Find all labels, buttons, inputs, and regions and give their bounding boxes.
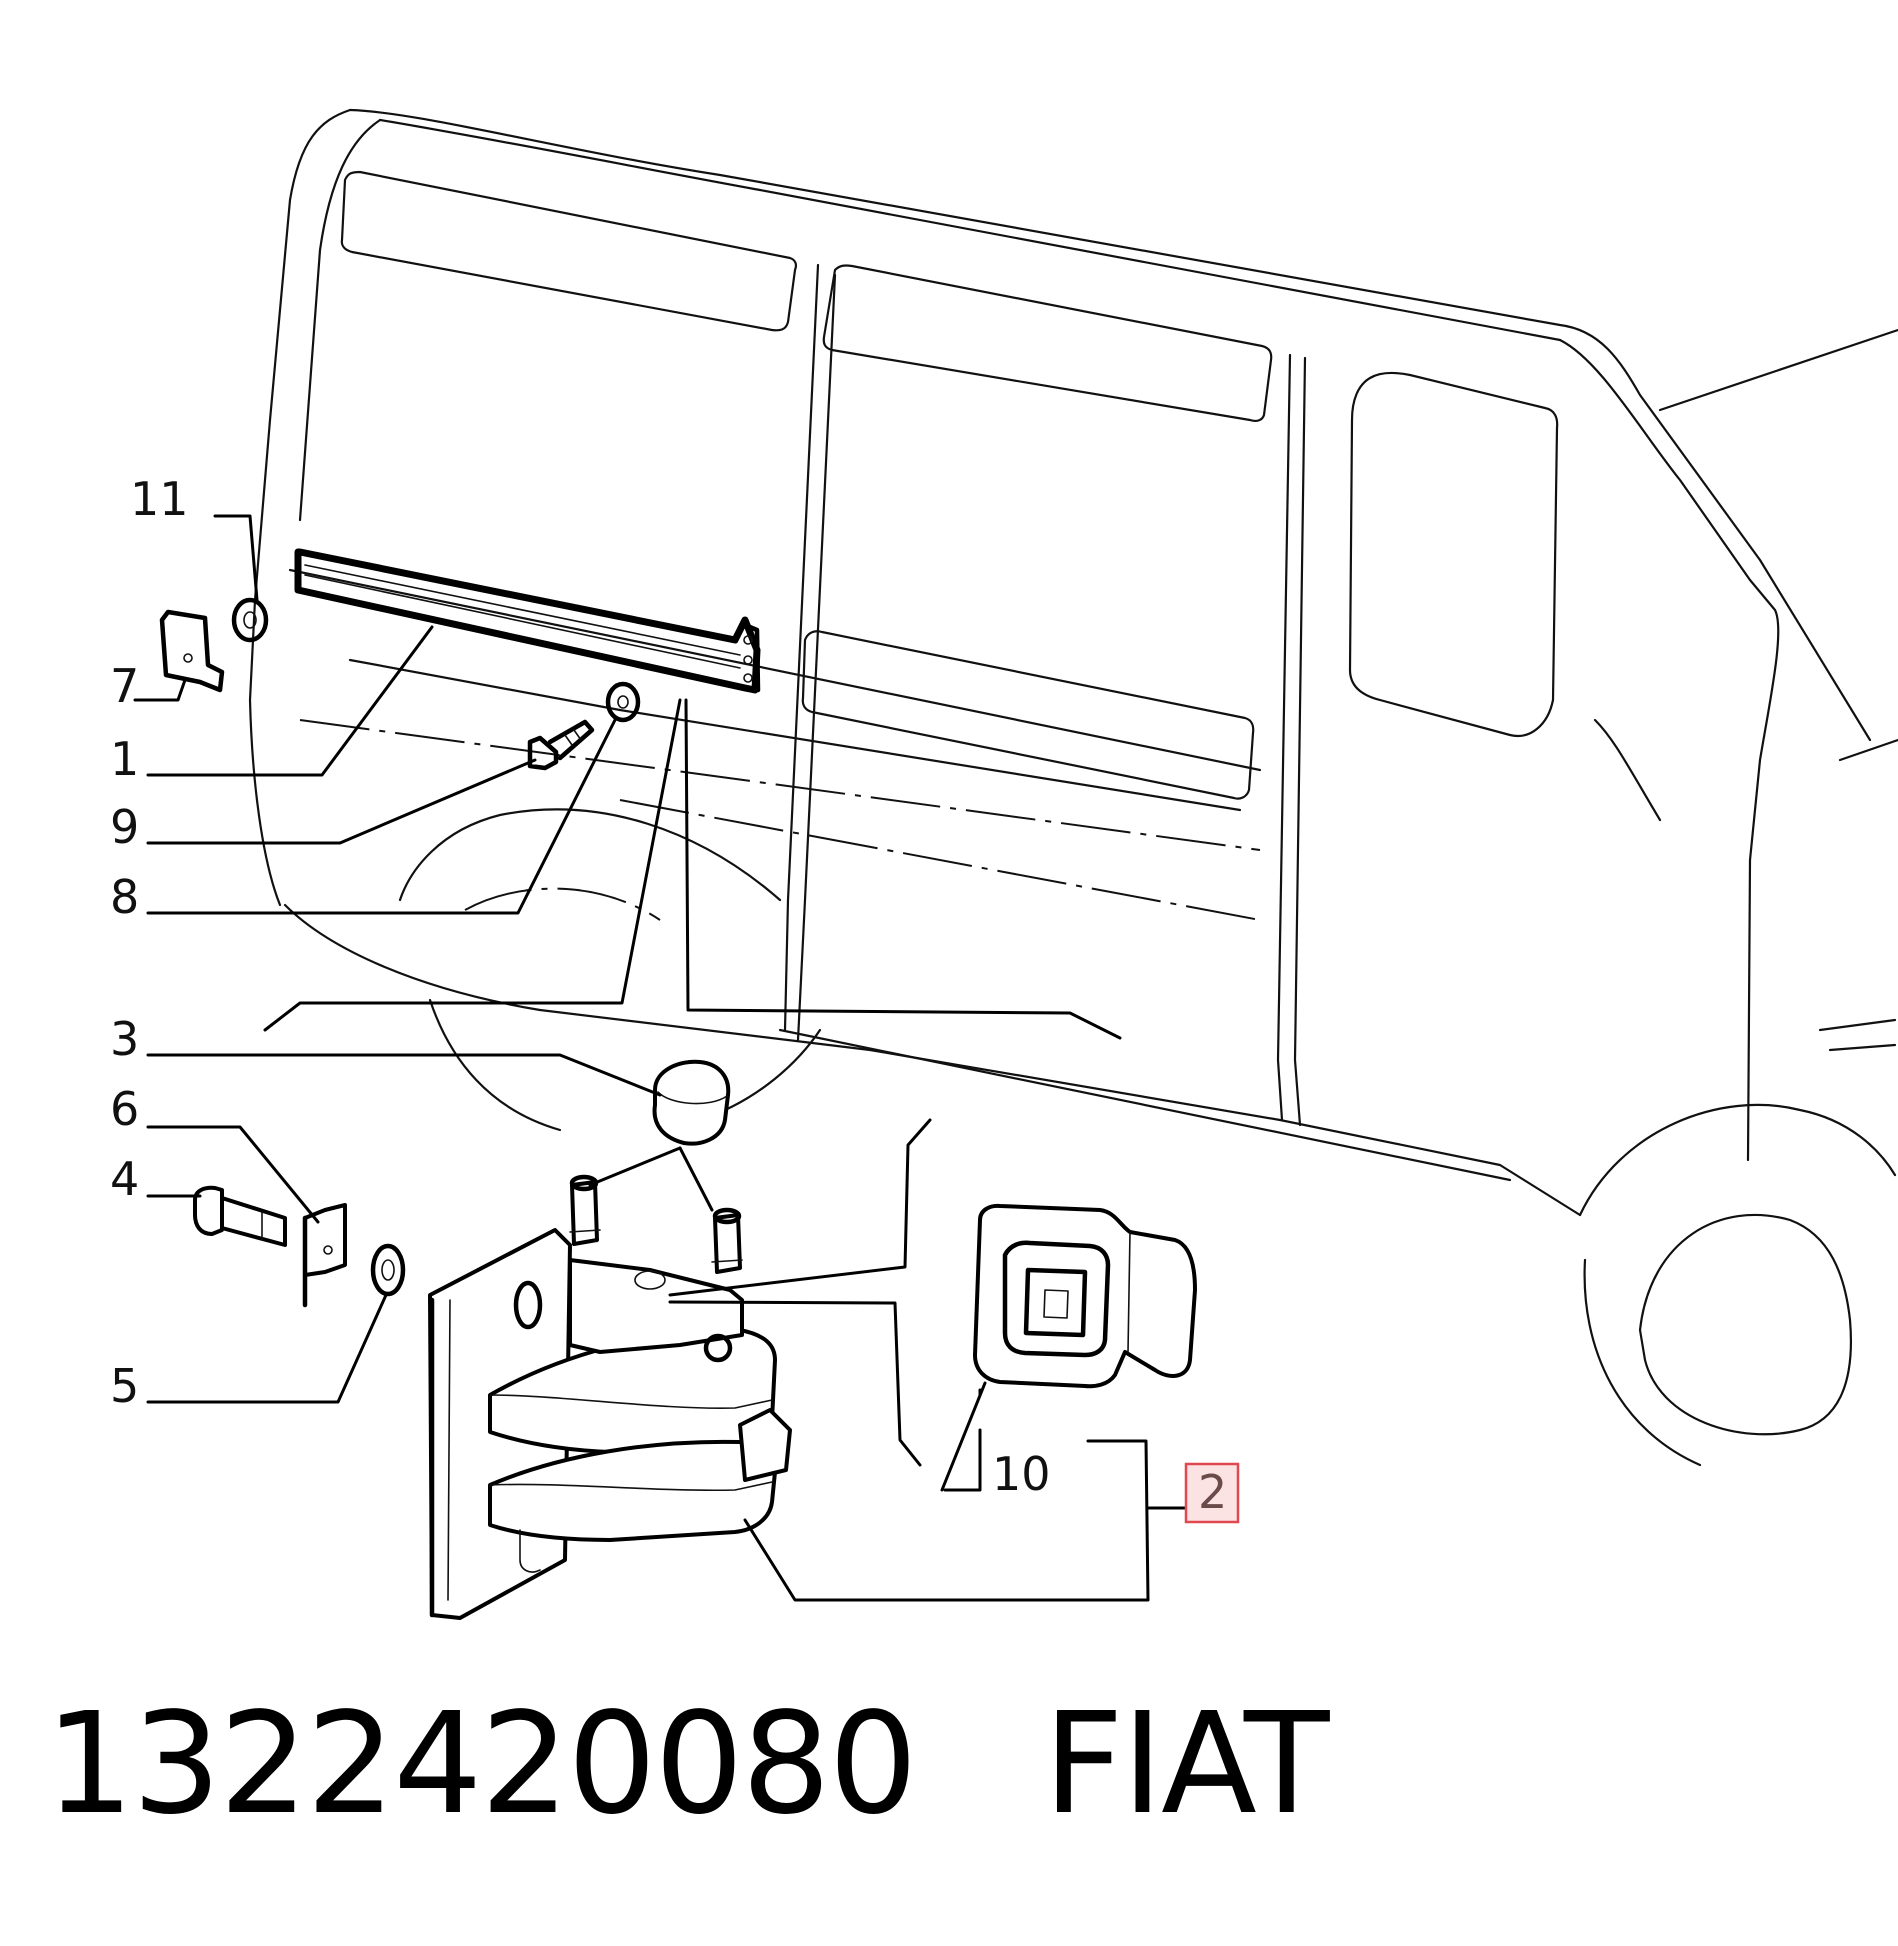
- callout-9: 9: [110, 800, 139, 854]
- part-4-bolt: [193, 1185, 287, 1247]
- part-7-bracket: [159, 609, 225, 693]
- leader-lines: [133, 514, 1187, 1602]
- highlighted-callout-box: [1184, 1462, 1240, 1524]
- part-1-slide-rail: [294, 548, 761, 694]
- callout-10: 10: [992, 1447, 1051, 1501]
- part-3-buffer: [652, 1059, 731, 1146]
- part-5-washer: [370, 1243, 406, 1297]
- callout-5: 5: [110, 1359, 139, 1413]
- callout-labels: 11 7 1 9 8 3 6 4 5 10 2: [110, 472, 1240, 1524]
- part-2-guide-assembly: [428, 1174, 792, 1620]
- part-10-guide-bracket: [973, 1203, 1197, 1389]
- callout-1: 1: [110, 732, 139, 786]
- callout-11: 11: [130, 472, 189, 526]
- brand-name: FIAT: [1043, 1683, 1329, 1846]
- callout-6: 6: [110, 1082, 139, 1136]
- van-body: [248, 108, 1898, 1467]
- part-number: 1322420080: [45, 1683, 918, 1846]
- part-caption: 1322420080 FIAT: [45, 1683, 1330, 1846]
- part-9-bolt: [527, 719, 595, 771]
- part-11-washer: [231, 597, 269, 643]
- callout-2: 2: [1198, 1465, 1227, 1519]
- callout-8: 8: [110, 870, 139, 924]
- part-8-washer: [605, 681, 641, 723]
- callout-4: 4: [110, 1152, 139, 1206]
- callout-3: 3: [110, 1012, 139, 1066]
- callout-7: 7: [110, 659, 139, 713]
- part-6-plate: [302, 1203, 347, 1308]
